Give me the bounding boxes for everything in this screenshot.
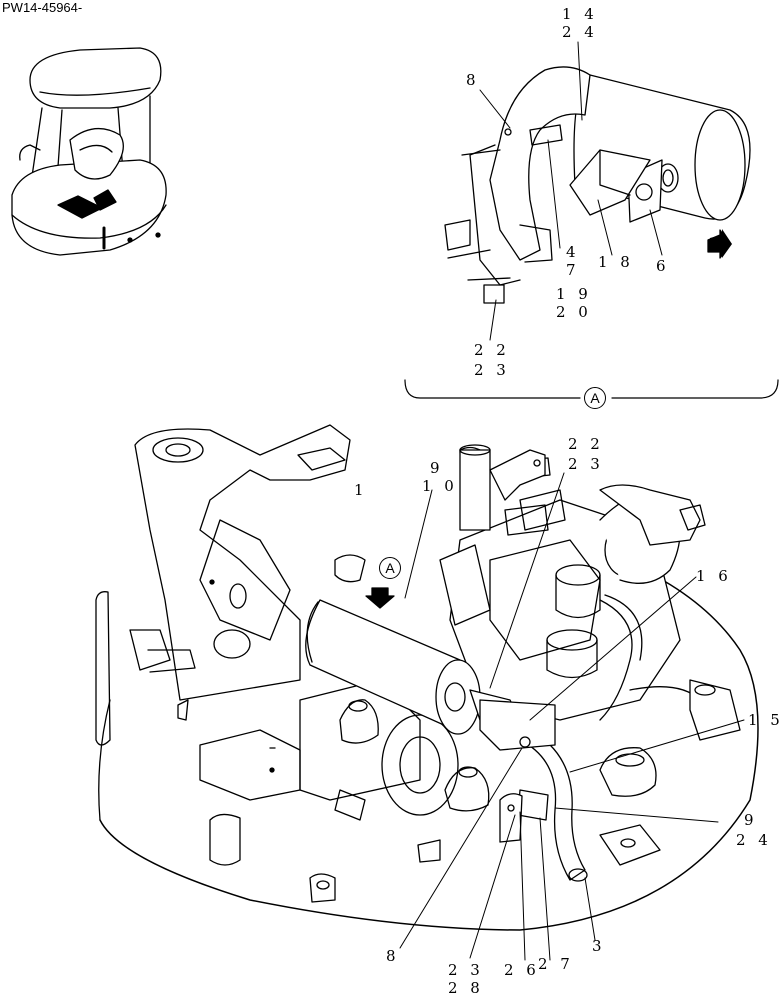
detail-a-assembly — [404, 66, 779, 399]
callout-27: 2 7 — [538, 955, 574, 973]
main-assembly — [95, 424, 759, 931]
callout-9-right: 9 — [744, 811, 758, 829]
view-direction-arrow-icon — [710, 229, 732, 258]
callout-8-main: 8 — [386, 947, 400, 965]
callout-28: 2 8 — [448, 979, 484, 997]
callout-24-right: 2 4 — [736, 831, 772, 849]
callout-23-main: 2 3 — [568, 455, 604, 473]
callout-6: 6 — [656, 257, 670, 275]
detail-a-badge: A — [584, 387, 606, 409]
callout-8-detail: 8 — [466, 71, 480, 89]
machine-overview-thumbnail — [11, 47, 167, 256]
callout-16: 1 6 — [696, 567, 732, 585]
leader-lines — [399, 41, 745, 961]
view-a-badge: A — [379, 557, 401, 579]
callout-1: 1 — [354, 481, 368, 499]
callout-15: 1 5 — [748, 711, 784, 729]
document-id: PW14-45964- — [2, 0, 83, 15]
callout-22-detail: 2 2 — [474, 341, 510, 359]
callout-19: 1 9 — [556, 285, 592, 303]
callout-24: 2 4 — [562, 23, 598, 41]
callout-22-main: 2 2 — [568, 435, 604, 453]
callout-10: 1 0 — [422, 477, 458, 495]
callout-26: 2 6 — [504, 961, 540, 979]
callout-7: 7 — [566, 261, 580, 279]
callout-23-bottom: 2 3 — [448, 961, 484, 979]
callout-18: 1 8 — [598, 253, 634, 271]
callout-3: 3 — [592, 937, 606, 955]
callout-4: 4 — [566, 243, 580, 261]
callout-14: 1 4 — [562, 5, 598, 23]
callout-20: 2 0 — [556, 303, 592, 321]
callout-9-main: 9 — [430, 459, 444, 477]
callout-23-detail: 2 3 — [474, 361, 510, 379]
